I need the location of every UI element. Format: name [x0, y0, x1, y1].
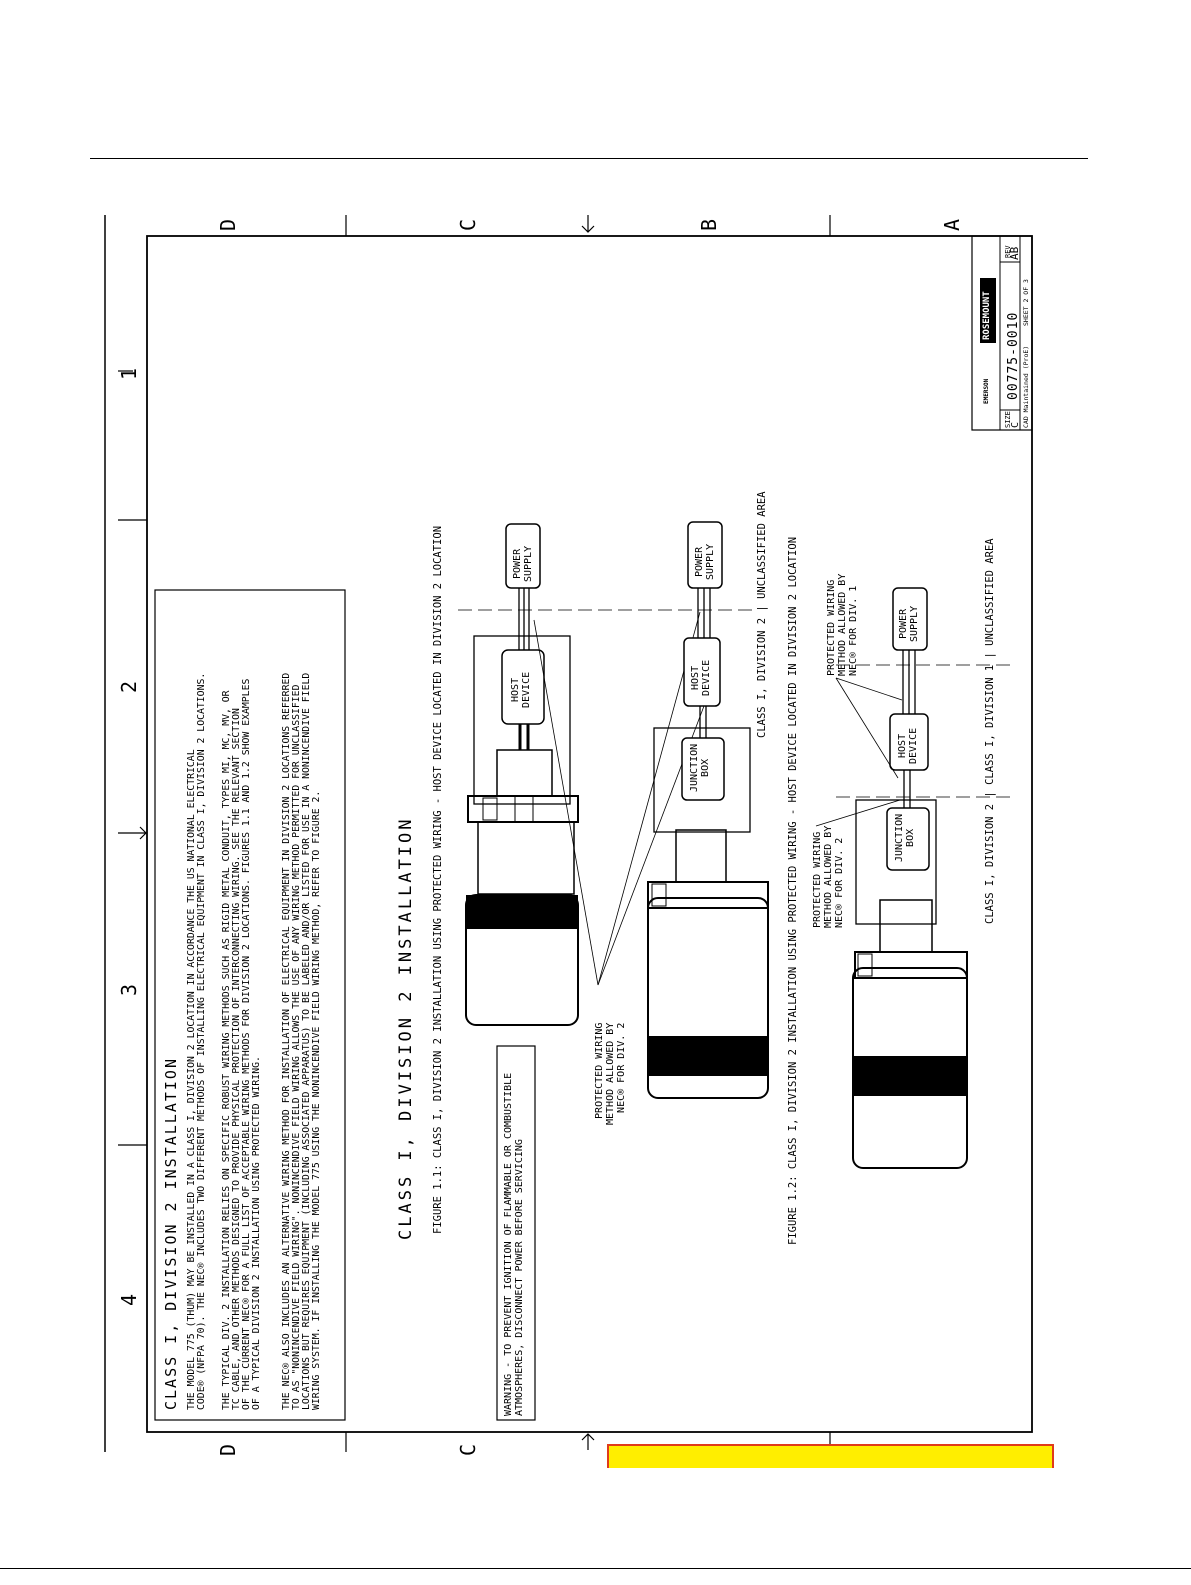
junction-box-label: JUNCTION	[689, 743, 700, 792]
title-brand: ROSEMOUNT	[982, 291, 992, 340]
host-device-label: DEVICE	[521, 671, 532, 708]
protected-wiring-label: NEC® FOR DIV. 2	[834, 837, 845, 928]
protected-wiring-label: PROTECTED WIRING	[594, 1022, 605, 1119]
warning-line: ATMOSPHERES, DISCONNECT POWER BEFORE SER…	[514, 1139, 525, 1416]
protected-wiring-label: METHOD ALLOWED BY	[823, 825, 834, 928]
zone-letter-bottom-c: C	[456, 1443, 480, 1456]
mid-junction-box: JUNCTION BOX	[689, 744, 711, 792]
protected-wiring-label: METHOD ALLOWED BY	[605, 1022, 616, 1125]
fig12-protected-div1: PROTECTED WIRING METHOD ALLOWED BY NEC® …	[826, 574, 859, 676]
zone-letter-bottom-d: D	[216, 1443, 240, 1456]
junction-box-label: BOX	[700, 758, 711, 777]
drawing-border	[146, 235, 1033, 1433]
notes-p1-line: CODE® (NFPA 70). THE NEC® INCLUDES TWO D…	[196, 672, 207, 1410]
zone-number-2: 2	[117, 680, 141, 693]
mid-host-device: HOST DEVICE	[690, 660, 712, 696]
fig12-power-supply: POWER SUPPLY	[898, 606, 920, 642]
notes-paragraph-2: THE TYPICAL DIV. 2 INSTALLATION RELIES O…	[221, 679, 262, 1410]
center-arrow-icon	[581, 215, 595, 233]
figure-middle	[647, 521, 769, 1099]
title-drawing-number: 00775-0010	[1006, 311, 1021, 400]
host-device-label: HOST	[897, 733, 908, 758]
power-supply-label: SUPPLY	[705, 543, 716, 580]
notes-box	[154, 589, 346, 1421]
center-arrow-icon	[581, 1433, 595, 1450]
notes-p2-line: OF A TYPICAL DIVISION 2 INSTALLATION USI…	[251, 1056, 262, 1410]
protected-wiring-label: PROTECTED WIRING	[826, 579, 837, 676]
title-sheet-text: SHEET 2 OF 3	[1022, 279, 1030, 326]
power-supply-label: POWER	[898, 608, 909, 639]
host-device-label: HOST	[510, 677, 521, 702]
protected-wiring-label: PROTECTED WIRING	[812, 831, 823, 928]
zone-number-4: 4	[117, 1293, 141, 1306]
warning-text: WARNING - TO PREVENT IGNITION OF FLAMMAB…	[503, 1073, 525, 1416]
zone-letter-top-b: B	[697, 218, 721, 231]
figure-1-1-caption: FIGURE 1.1: CLASS I, DIVISION 2 INSTALLA…	[432, 525, 444, 1234]
page-bottom-rule	[0, 1568, 1191, 1569]
title-size: C	[1010, 421, 1021, 428]
title-company: EMERSON	[983, 378, 990, 404]
zone-letter-top-c: C	[456, 218, 480, 231]
host-device-label: DEVICE	[701, 659, 712, 696]
section-title: CLASS I, DIVISION 2 INSTALLATION	[396, 816, 416, 1240]
mid-power-supply: POWER SUPPLY	[694, 544, 716, 580]
junction-box-label: BOX	[905, 828, 916, 847]
figure-1-1-power-supply: POWER SUPPLY	[512, 546, 534, 582]
notes-heading: CLASS I, DIVISION 2 INSTALLATION	[162, 1057, 180, 1410]
host-device-label: HOST	[690, 665, 701, 690]
title-block	[971, 235, 1033, 431]
caution-strip	[607, 1444, 1054, 1468]
center-arrow-icon	[118, 826, 147, 840]
figure-1-2	[815, 587, 1010, 1169]
figure-1-2-caption: FIGURE 1.2: CLASS I, DIVISION 2 INSTALLA…	[787, 536, 799, 1245]
power-supply-label: POWER	[694, 546, 705, 577]
title-rev: AB	[1008, 246, 1021, 260]
zone-number-3: 3	[117, 983, 141, 996]
protected-wiring-label: NEC® FOR DIV. 1	[848, 585, 859, 676]
notes-p3-line: WIRING SYSTEM. IF INSTALLING THE MODEL 7…	[311, 790, 322, 1410]
power-supply-label: SUPPLY	[909, 605, 920, 642]
warning-box	[496, 1045, 536, 1421]
title-cad-text: CAD Maintained (ProE)	[1022, 345, 1030, 428]
fig12-protected-div2: PROTECTED WIRING METHOD ALLOWED BY NEC® …	[812, 826, 845, 928]
junction-box-label: JUNCTION	[894, 813, 905, 862]
zone-letter-top-a: A	[940, 218, 964, 231]
power-supply-label: POWER	[512, 548, 523, 579]
figure-1-1-host-device: HOST DEVICE	[510, 672, 532, 708]
page-top-rule	[90, 158, 1088, 159]
fig12-area-label: CLASS I, DIVISION 2 | CLASS I, DIVISION …	[984, 538, 996, 924]
mid-area-label: CLASS I, DIVISION 2 | UNCLASSIFIED AREA	[756, 491, 768, 738]
warning-line: WARNING - TO PREVENT IGNITION OF FLAMMAB…	[503, 1072, 514, 1416]
brand-logo	[980, 278, 996, 343]
zone-letter-top-d: D	[216, 218, 240, 231]
fig12-junction-box: JUNCTION BOX	[894, 814, 916, 862]
protected-wiring-label: METHOD ALLOWED BY	[837, 573, 848, 676]
notes-paragraph-1: THE MODEL 775 (THUM) MAY BE INSTALLED IN…	[186, 672, 207, 1410]
host-device-label: DEVICE	[908, 727, 919, 764]
fig12-host-device: HOST DEVICE	[897, 728, 919, 764]
figure-1-1-protected-wiring: PROTECTED WIRING METHOD ALLOWED BY NEC® …	[594, 1023, 627, 1125]
zone-number-1: 1	[117, 367, 141, 380]
notes-paragraph-3: THE NEC® ALSO INCLUDES AN ALTERNATIVE WI…	[281, 673, 322, 1410]
power-supply-label: SUPPLY	[523, 545, 534, 582]
protected-wiring-label: NEC® FOR DIV. 2	[616, 1022, 627, 1113]
